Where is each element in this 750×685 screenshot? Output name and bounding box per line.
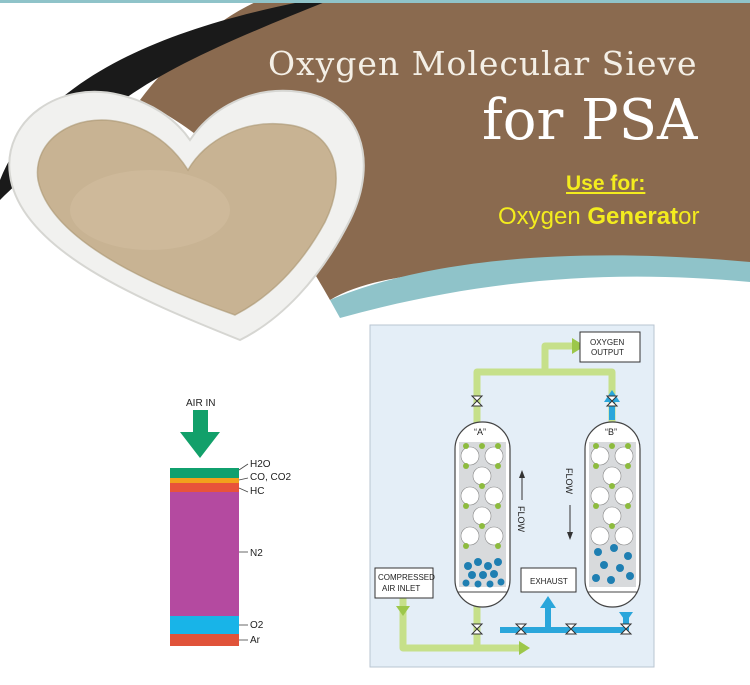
compressed-air-box bbox=[374, 567, 434, 599]
application-part-1: Oxygen bbox=[498, 203, 588, 230]
adsorption-column-diagram: AIR IN H2O CO, CO2 HC N2 O2 Ar bbox=[150, 380, 350, 670]
title-line-2: for PSA bbox=[482, 88, 698, 153]
layer-label-h2o: H2O bbox=[250, 459, 271, 470]
layer-label-co: CO, CO2 bbox=[250, 472, 292, 483]
heart-dish-image bbox=[8, 89, 365, 342]
application-line: Oxygen Generator bbox=[498, 203, 699, 231]
title-line-1: Oxygen Molecular Sieve bbox=[268, 44, 698, 83]
teal-swoosh bbox=[330, 255, 750, 318]
inlet-flow-arrow-icon bbox=[519, 641, 530, 655]
layer-co bbox=[170, 478, 239, 483]
tower-a-label: “A” bbox=[474, 427, 486, 437]
layer-label-hc: HC bbox=[250, 486, 264, 497]
layer-label-ar: Ar bbox=[250, 635, 261, 646]
compressed-air-line2: AIR INLET bbox=[382, 584, 420, 593]
layer-h2o bbox=[170, 468, 239, 478]
psa-diagram: OXYGEN OUTPUT bbox=[369, 324, 655, 668]
flow-label-b: FLOW bbox=[564, 468, 574, 495]
layer-label-n2: N2 bbox=[250, 548, 263, 559]
oxygen-output-line2: OUTPUT bbox=[591, 348, 624, 357]
application-part-2: Generat bbox=[587, 203, 679, 230]
valves bbox=[470, 395, 633, 635]
compressed-air-line1: COMPRESSED bbox=[378, 573, 435, 582]
oxygen-output-box bbox=[579, 331, 641, 363]
tower-b-label: “B” bbox=[605, 427, 617, 437]
exhaust-label: EXHAUST bbox=[530, 577, 568, 586]
exhaust-arrow-icon bbox=[540, 596, 556, 608]
exhaust-box bbox=[520, 567, 577, 593]
air-in-label: AIR IN bbox=[186, 398, 215, 409]
tower-b-inlet-arrow-icon bbox=[619, 612, 633, 622]
flow-label-a: FLOW bbox=[516, 506, 526, 533]
layer-n2 bbox=[170, 492, 239, 616]
oxygen-flow-arrow-icon bbox=[572, 338, 585, 354]
tower-b bbox=[584, 421, 641, 608]
air-in-arrow-icon bbox=[180, 410, 220, 458]
use-for-label: Use for: bbox=[566, 172, 646, 195]
top-teal-line bbox=[0, 0, 750, 3]
tower-a bbox=[454, 421, 511, 608]
compressed-air-arrow-icon bbox=[396, 606, 410, 616]
flow-indicator-b bbox=[567, 505, 573, 540]
oxygen-output-line1: OXYGEN bbox=[590, 338, 624, 347]
layer-label-o2: O2 bbox=[250, 620, 264, 631]
layer-hc bbox=[170, 483, 239, 492]
layer-ar bbox=[170, 634, 239, 646]
layer-o2 bbox=[170, 616, 239, 634]
application-part-3: or bbox=[678, 203, 700, 230]
flow-indicator-a bbox=[519, 470, 525, 500]
